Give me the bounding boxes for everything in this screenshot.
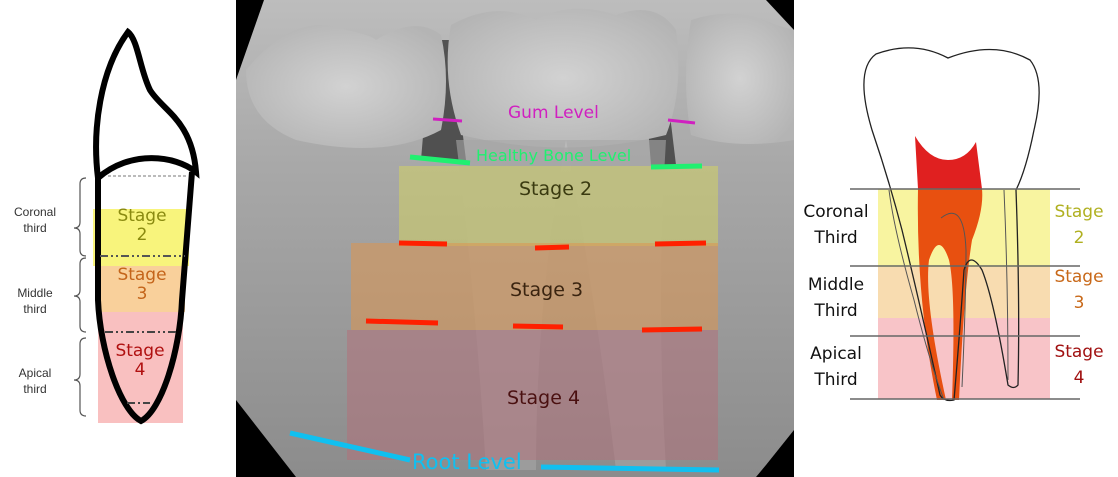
xray-stage-2-label: Stage 2 (519, 178, 593, 200)
right-middle-third-label: Middle Third (794, 273, 878, 324)
left-coronal-third-label: Coronal third (4, 204, 66, 236)
stage-number: 3 (1073, 292, 1085, 313)
right-stage-3-label: Stage 3 (1044, 265, 1114, 316)
right-molar-diagram: Coronal Third Middle Third Apical Third … (794, 0, 1118, 477)
healthy-bone-level-label: Healthy Bone Level (476, 146, 632, 165)
left-stage-3-band (101, 266, 185, 312)
right-stage-4-label: Stage 4 (1044, 340, 1114, 391)
stage-word: Stage (1054, 342, 1104, 362)
left-stage-2-band (93, 209, 189, 266)
stage-word: Stage (117, 265, 167, 285)
gum-marker-left (432, 117, 463, 123)
label-line: Third (814, 369, 858, 390)
xray-stage-3-label: Stage 3 (510, 279, 584, 301)
gum-marker-right (667, 118, 696, 125)
stage-number: 3 (136, 283, 148, 304)
bone-marker-right (650, 163, 703, 170)
label-line: Apical (18, 366, 52, 380)
root-level-label: Root Level (412, 450, 522, 474)
xray-level-markers (289, 117, 720, 473)
label-line: third (23, 382, 47, 397)
right-stage-2-label: Stage 2 (1044, 200, 1114, 251)
xray-stage-2-band (399, 166, 718, 246)
label-line: Middle (17, 286, 53, 300)
label-line: Third (814, 300, 858, 321)
left-stage-4-label: Stage 4 (96, 342, 184, 379)
bone-marker-left (409, 154, 471, 166)
stage-word: Stage (115, 341, 165, 361)
label-line: third (23, 221, 47, 236)
stage-number: 4 (134, 359, 146, 380)
tooth-outline-icon (73, 27, 200, 425)
label-line: Apical (810, 344, 862, 364)
label-line: Middle (807, 275, 865, 295)
xray-stage-4-label: Stage 4 (507, 387, 581, 409)
label-line: third (23, 302, 47, 317)
stage-word: Stage (1054, 202, 1104, 222)
xray-image: Gum Level Healthy Bone Level Stage 2 Sta… (236, 0, 794, 477)
left-tooth-diagram: Coronal third Middle third Apical third … (0, 0, 236, 477)
stage-word: Stage (1054, 267, 1104, 287)
stage-number: 4 (1073, 367, 1085, 388)
molar-outline-icon (850, 47, 1080, 402)
left-stage-2-label: Stage 2 (98, 207, 186, 244)
label-line: Coronal (803, 202, 869, 222)
xray-stage-4-band (347, 330, 718, 460)
left-stage-3-label: Stage 3 (98, 266, 186, 303)
stage-number: 2 (1073, 227, 1085, 248)
stage-number: 2 (136, 224, 148, 245)
gum-level-label: Gum Level (508, 103, 599, 123)
xray-stage-3-band (351, 243, 718, 330)
stage-word: Stage (117, 206, 167, 226)
left-apical-third-label: Apical third (4, 365, 66, 397)
right-apical-third-label: Apical Third (794, 342, 878, 393)
label-line: Coronal (13, 205, 57, 219)
left-middle-third-label: Middle third (4, 285, 66, 317)
label-line: Third (814, 227, 858, 248)
right-coronal-third-label: Coronal Third (794, 200, 878, 251)
